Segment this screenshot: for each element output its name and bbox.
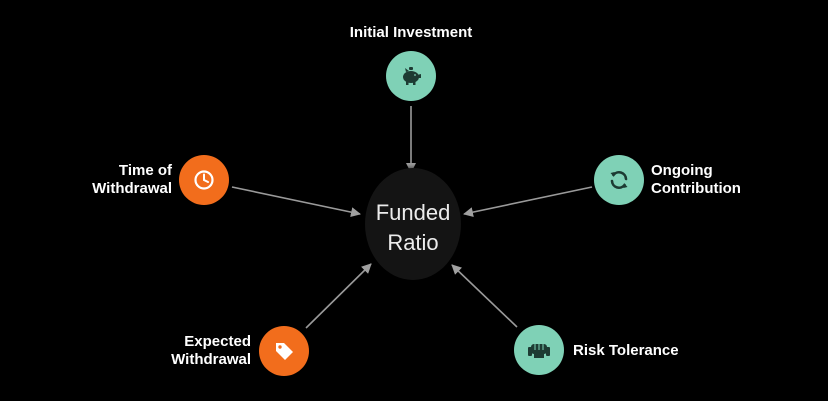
ongoing-contribution-line2: Contribution [651, 180, 741, 197]
arrow-time-of-withdrawal [231, 186, 361, 218]
clock-icon [193, 169, 215, 191]
fist-icon [527, 339, 551, 361]
arrow-risk-tolerance [451, 264, 518, 328]
initial-investment-node [386, 51, 436, 101]
funded-ratio-line2: Ratio [387, 230, 439, 255]
time-of-withdrawal-line2: Withdrawal [92, 180, 172, 197]
risk-tolerance-node [514, 325, 564, 375]
expected-withdrawal-line1: Expected [184, 333, 251, 350]
ongoing-contribution-label: Ongoing Contribution [651, 162, 741, 198]
piggy-bank-icon [400, 66, 422, 86]
time-of-withdrawal-line1: Time of [118, 162, 172, 179]
funded-ratio-line1: Funded [375, 200, 451, 225]
refresh-icon [607, 168, 631, 192]
arrow-ongoing-contribution [463, 186, 593, 218]
arrow-expected-withdrawal [305, 263, 372, 329]
time-of-withdrawal-node [179, 155, 229, 205]
expected-withdrawal-label: Expected Withdrawal [150, 333, 251, 369]
risk-tolerance-label: Risk Tolerance [573, 342, 679, 359]
ongoing-contribution-node [594, 155, 644, 205]
initial-investment-label: Initial Investment [349, 24, 473, 41]
price-tag-icon [273, 340, 295, 362]
ongoing-contribution-line1: Ongoing [651, 162, 713, 179]
expected-withdrawal-line2: Withdrawal [171, 351, 251, 368]
expected-withdrawal-node [259, 326, 309, 376]
time-of-withdrawal-label: Time of Withdrawal [70, 162, 172, 198]
